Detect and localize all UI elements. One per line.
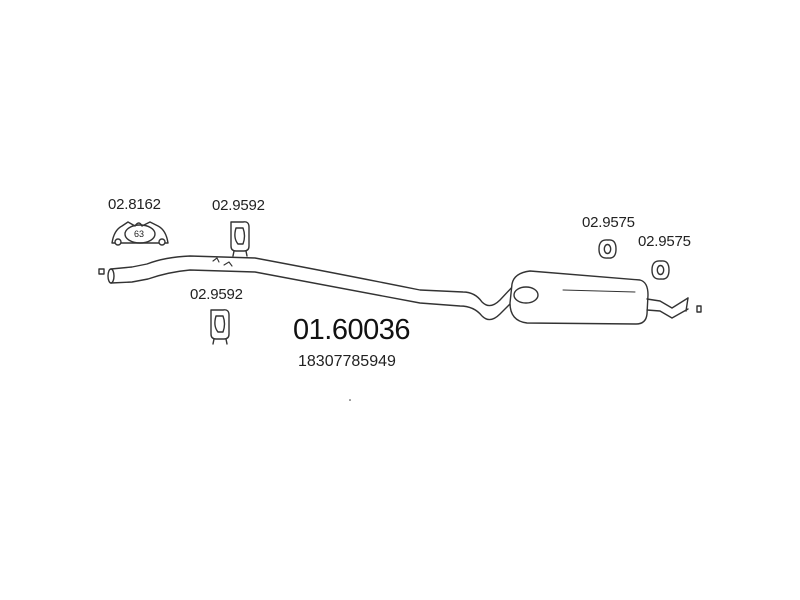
main-part-number: 01.60036 (293, 314, 410, 346)
rubber-hanger-icon-top (230, 221, 250, 257)
exhaust-pipe-with-rear-silencer-icon (98, 255, 702, 325)
hanger-bottom-part-number: 02.9592 (190, 286, 243, 303)
ring-left-part-number: 02.9575 (582, 214, 635, 231)
rubber-ring-icon-right (651, 260, 670, 280)
rubber-hanger-icon-bottom (210, 309, 230, 345)
oem-number: 18307785949 (298, 353, 396, 370)
ring-right-part-number: 02.9575 (638, 233, 691, 250)
pipe-clamp-icon (111, 221, 169, 246)
stray-dot (349, 399, 351, 401)
clamp-diameter-label: 63 (134, 229, 145, 239)
clamp-part-number: 02.8162 (108, 196, 161, 213)
rubber-ring-icon-left (598, 239, 617, 259)
hanger-top-part-number: 02.9592 (212, 197, 265, 214)
